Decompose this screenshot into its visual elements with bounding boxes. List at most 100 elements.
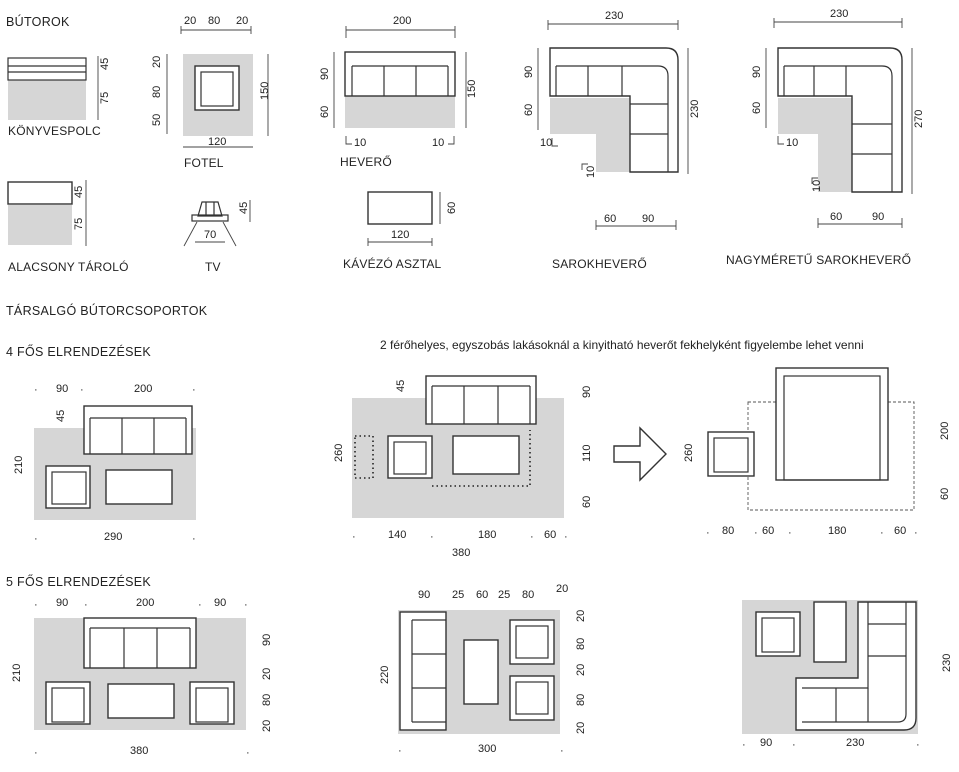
svg-text:·: · bbox=[914, 527, 918, 539]
svg-text:90: 90 bbox=[872, 211, 884, 223]
svg-text:180: 180 bbox=[478, 529, 496, 541]
svg-text:120: 120 bbox=[391, 229, 409, 241]
svg-text:45: 45 bbox=[99, 58, 111, 70]
svg-text:60: 60 bbox=[544, 529, 556, 541]
svg-text:20: 20 bbox=[261, 668, 273, 680]
svg-text:380: 380 bbox=[130, 745, 148, 757]
svg-text:80: 80 bbox=[575, 638, 587, 650]
svg-text:·: · bbox=[84, 599, 88, 611]
svg-text:380: 380 bbox=[452, 547, 470, 559]
svg-text:45: 45 bbox=[55, 410, 67, 422]
label-fotel: FOTEL bbox=[184, 156, 224, 170]
svg-text:60: 60 bbox=[830, 211, 842, 223]
svg-text:·: · bbox=[34, 384, 38, 396]
svg-text:·: · bbox=[706, 527, 710, 539]
svg-text:230: 230 bbox=[605, 10, 623, 22]
low-storage-figure: 45 75 ALACSONY TÁROLÓ bbox=[7, 180, 129, 274]
svg-text:110: 110 bbox=[581, 444, 593, 462]
layout-4-b: 45 260 90 110 60 140 180 60 380 · · · · bbox=[333, 375, 593, 559]
svg-text:180: 180 bbox=[828, 525, 846, 537]
svg-text:25: 25 bbox=[498, 589, 510, 601]
svg-text:·: · bbox=[530, 531, 534, 543]
note-text: 2 férőhelyes, egyszobás lakásoknál a kin… bbox=[380, 338, 864, 352]
svg-text:20: 20 bbox=[575, 610, 587, 622]
svg-text:20: 20 bbox=[151, 56, 163, 68]
svg-text:90: 90 bbox=[418, 589, 430, 601]
svg-text:290: 290 bbox=[104, 531, 122, 543]
label-alacsony-tarolo: ALACSONY TÁROLÓ bbox=[8, 259, 129, 274]
svg-text:·: · bbox=[792, 739, 796, 751]
svg-text:·: · bbox=[754, 527, 758, 539]
svg-text:10: 10 bbox=[432, 137, 444, 149]
svg-text:60: 60 bbox=[476, 589, 488, 601]
svg-text:210: 210 bbox=[13, 456, 25, 474]
svg-text:50: 50 bbox=[151, 114, 163, 126]
corner-sofa-figure: 230 90 60 230 10 10 60 90 SAROKHEVERŐ bbox=[523, 10, 701, 271]
svg-text:90: 90 bbox=[319, 68, 331, 80]
svg-text:·: · bbox=[34, 533, 38, 545]
svg-text:60: 60 bbox=[446, 202, 458, 214]
layout-4-c: 260 200 60 80 60 180 60 · · · · · bbox=[683, 367, 951, 539]
svg-text:60: 60 bbox=[939, 488, 951, 500]
large-corner-sofa-figure: 230 90 60 270 10 10 60 90 NAGYMÉRETŰ SAR… bbox=[726, 8, 925, 267]
svg-text:·: · bbox=[244, 599, 248, 611]
svg-text:20: 20 bbox=[556, 583, 568, 595]
label-hevero: HEVERŐ bbox=[340, 154, 392, 169]
title-tarsalgo: TÁRSALGÓ BÚTORCSOPORTOK bbox=[6, 303, 208, 318]
svg-text:200: 200 bbox=[393, 15, 411, 27]
svg-text:90: 90 bbox=[56, 383, 68, 395]
svg-text:200: 200 bbox=[136, 597, 154, 609]
svg-text:260: 260 bbox=[683, 444, 695, 462]
svg-text:270: 270 bbox=[913, 110, 925, 128]
label-kavezo-asztal: KÁVÉZÓ ASZTAL bbox=[343, 256, 442, 271]
svg-text:·: · bbox=[34, 599, 38, 611]
label-nagy-sarokhevero: NAGYMÉRETŰ SAROKHEVERŐ bbox=[726, 252, 911, 267]
title-4-fos: 4 FŐS ELRENDEZÉSEK bbox=[6, 344, 151, 359]
svg-text:90: 90 bbox=[751, 66, 763, 78]
svg-text:75: 75 bbox=[73, 218, 85, 230]
svg-text:230: 230 bbox=[941, 654, 953, 672]
svg-text:80: 80 bbox=[151, 86, 163, 98]
svg-text:10: 10 bbox=[585, 166, 597, 178]
layout-4-a: 90 200 · · · 45 210 290 · · bbox=[13, 383, 196, 545]
svg-text:210: 210 bbox=[11, 664, 23, 682]
armchair-figure: 20 80 20 20 80 50 150 120 FOTEL bbox=[151, 15, 271, 170]
svg-text:·: · bbox=[192, 533, 196, 545]
svg-text:80: 80 bbox=[261, 694, 273, 706]
svg-text:60: 60 bbox=[581, 496, 593, 508]
svg-text:20: 20 bbox=[575, 722, 587, 734]
svg-text:·: · bbox=[192, 384, 196, 396]
svg-text:·: · bbox=[398, 745, 402, 757]
svg-text:45: 45 bbox=[73, 186, 85, 198]
svg-text:80: 80 bbox=[575, 694, 587, 706]
svg-text:·: · bbox=[742, 739, 746, 751]
svg-text:60: 60 bbox=[523, 104, 535, 116]
layout-5-b: 90 25 60 25 80 20 20 80 20 80 20 220 300… bbox=[379, 583, 587, 757]
bookshelf-figure: 45 75 KÖNYVESPOLC bbox=[7, 56, 111, 138]
svg-text:60: 60 bbox=[319, 106, 331, 118]
svg-text:·: · bbox=[916, 739, 920, 751]
svg-text:60: 60 bbox=[762, 525, 774, 537]
svg-text:10: 10 bbox=[540, 137, 552, 149]
svg-text:230: 230 bbox=[689, 100, 701, 118]
svg-text:75: 75 bbox=[99, 92, 111, 104]
svg-text:45: 45 bbox=[238, 202, 250, 214]
svg-text:·: · bbox=[880, 527, 884, 539]
svg-text:60: 60 bbox=[604, 213, 616, 225]
svg-text:60: 60 bbox=[751, 102, 763, 114]
svg-text:230: 230 bbox=[830, 8, 848, 20]
svg-text:90: 90 bbox=[581, 386, 593, 398]
title-butorok: BÚTOROK bbox=[6, 14, 70, 29]
svg-text:20: 20 bbox=[184, 15, 196, 27]
svg-text:90: 90 bbox=[523, 66, 535, 78]
svg-text:·: · bbox=[788, 527, 792, 539]
label-konyvespolc: KÖNYVESPOLC bbox=[8, 124, 101, 138]
svg-text:20: 20 bbox=[236, 15, 248, 27]
svg-text:·: · bbox=[246, 747, 250, 759]
svg-text:·: · bbox=[564, 531, 568, 543]
svg-text:45: 45 bbox=[395, 380, 407, 392]
svg-text:10: 10 bbox=[786, 137, 798, 149]
svg-text:60: 60 bbox=[894, 525, 906, 537]
svg-text:80: 80 bbox=[522, 589, 534, 601]
